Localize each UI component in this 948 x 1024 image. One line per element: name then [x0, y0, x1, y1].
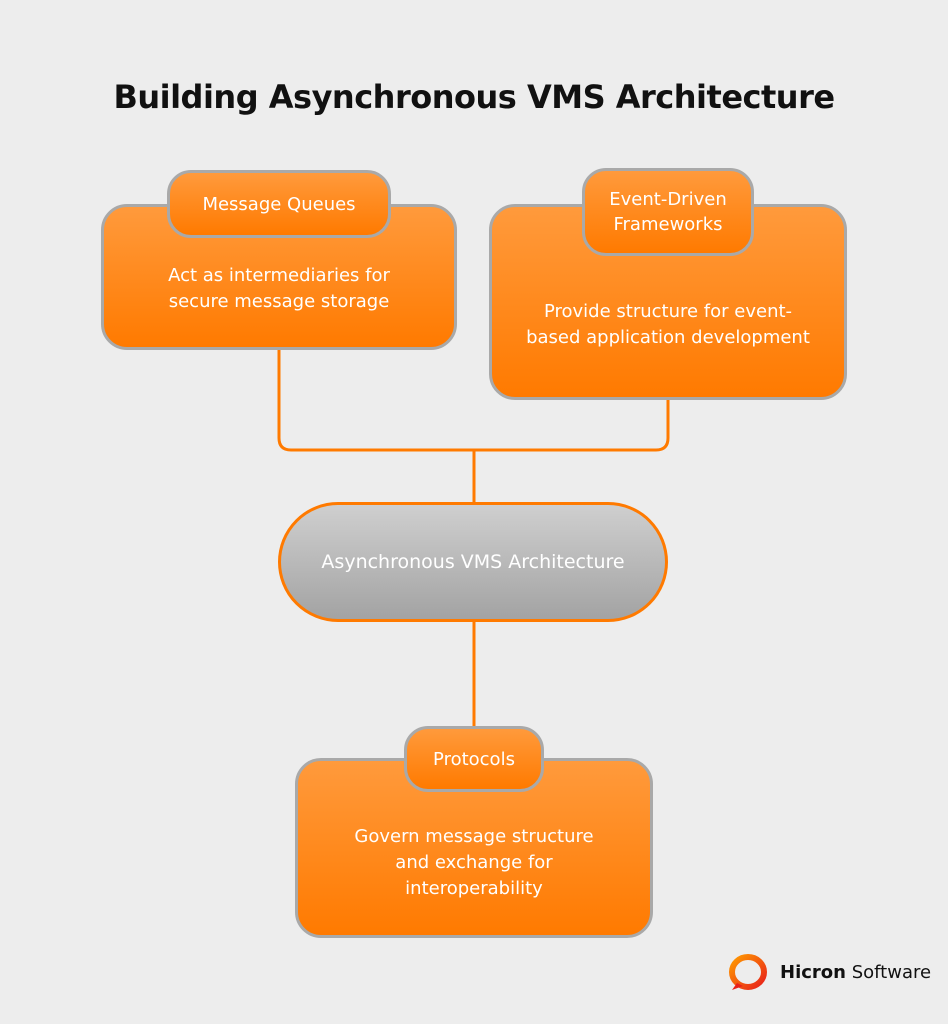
hicron-ring-icon — [728, 952, 768, 992]
event-driven-frameworks-description: Provide structure for event-based applic… — [526, 301, 810, 348]
protocols-card: Govern message structure and exchange fo… — [295, 758, 653, 938]
center-node-label: Asynchronous VMS Architecture — [321, 551, 625, 573]
event-driven-frameworks-card: Provide structure for event-based applic… — [489, 204, 847, 400]
hicron-wordmark: Hicron Software — [780, 961, 932, 983]
message-queues-tag: Message Queues — [167, 170, 391, 238]
connector-left-to-junction — [277, 348, 474, 452]
connector-right-to-junction — [474, 398, 670, 452]
center-node: Asynchronous VMS Architecture — [278, 502, 668, 622]
diagram-title: Building Asynchronous VMS Architecture — [113, 78, 835, 116]
event-driven-frameworks-tag: Event-Driven Frameworks — [582, 168, 754, 256]
message-queues-description: Act as intermediaries for secure message… — [168, 265, 390, 312]
hicron-logo: Hicron Software — [728, 952, 931, 992]
protocols-description: Govern message structure and exchange fo… — [354, 826, 594, 899]
protocols-tag: Protocols — [404, 726, 544, 792]
